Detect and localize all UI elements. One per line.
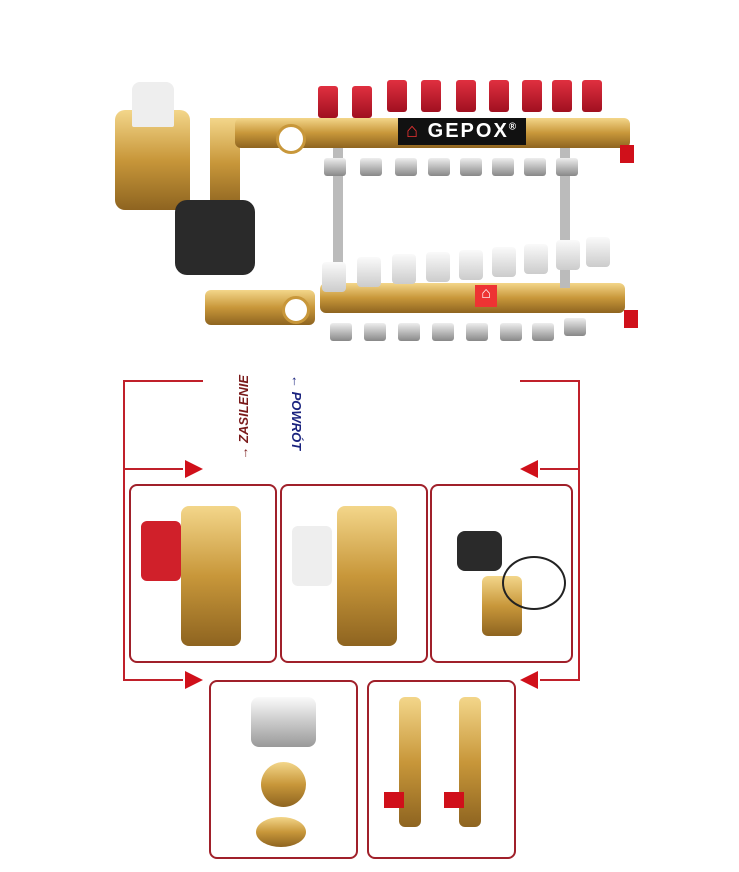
pipe-connector (428, 158, 450, 176)
pipe-connector (395, 158, 417, 176)
flow-meter (522, 80, 542, 112)
pipe-connector (364, 323, 386, 341)
pipe-connector (330, 323, 352, 341)
pressure-gauge (276, 124, 306, 154)
manifold-end (337, 506, 397, 646)
connector-line (520, 380, 580, 382)
manifold-end (181, 506, 241, 646)
connector-line (540, 468, 580, 470)
home-icon: ⌂ (406, 120, 421, 142)
return-label: ← POWRÓT (289, 375, 304, 451)
circulation-pump (175, 200, 255, 275)
valve-cap (492, 247, 516, 277)
pipe-connector (564, 318, 586, 336)
arrow-up-icon: ← (289, 375, 304, 388)
valve-cap (556, 240, 580, 270)
pipe-connector (500, 323, 522, 341)
pipe-connector (524, 158, 546, 176)
connector-line (123, 380, 203, 382)
valve-cap (292, 526, 332, 586)
pipe-connector (398, 323, 420, 341)
arrow-right-icon (185, 460, 203, 478)
return-manifold-bar (320, 283, 625, 313)
pipe-connector (460, 158, 482, 176)
brand-logo: ⌂ GEPOX® (398, 118, 527, 145)
thermostatic-head (132, 82, 174, 127)
ball-valve-handle (620, 145, 634, 163)
flow-meter (489, 80, 509, 112)
pipe-connector (556, 158, 578, 176)
pipe-connector (492, 158, 514, 176)
home-icon: ⌂ (475, 285, 497, 307)
pipe-connector-detail (209, 680, 358, 859)
flow-meter (318, 86, 338, 118)
bracket-right (560, 148, 570, 288)
connector-line (540, 679, 580, 681)
connector-line (123, 679, 183, 681)
arrow-up-icon: → (236, 446, 251, 460)
flow-meter (552, 80, 572, 112)
pipe-connector (432, 323, 454, 341)
connector-line (578, 380, 580, 680)
flow-meter (582, 80, 602, 112)
arrow-left-icon (520, 671, 538, 689)
valve-cap (459, 250, 483, 280)
supply-label: → ZASILENIE (236, 375, 251, 460)
compression-nut (251, 697, 316, 747)
return-manifold-detail (280, 484, 428, 663)
valve-cap (392, 254, 416, 284)
supply-manifold-detail (129, 484, 277, 663)
flow-meter (387, 80, 407, 112)
pump-group-detail (430, 484, 573, 663)
pressure-gauge (282, 296, 310, 324)
air-vent-valve (459, 697, 481, 827)
arrow-left-icon (520, 460, 538, 478)
ball-valve-handle (624, 310, 638, 328)
ball-valve-handle (444, 792, 464, 808)
flow-meter (421, 80, 441, 112)
valve-cap (524, 244, 548, 274)
air-vent-valve (399, 697, 421, 827)
valve-cap (586, 237, 610, 267)
flow-meter (141, 521, 181, 581)
valve-cap (357, 257, 381, 287)
flow-meter (456, 80, 476, 112)
pipe-connector (324, 158, 346, 176)
valve-cap (322, 262, 346, 292)
flow-meter (352, 86, 372, 118)
split-ring (256, 817, 306, 847)
connector-line (123, 380, 125, 680)
pipe-connector (466, 323, 488, 341)
end-valves-detail (367, 680, 516, 859)
pipe-connector (360, 158, 382, 176)
circulation-pump (457, 531, 502, 571)
ball-valve-handle (384, 792, 404, 808)
fitting-body (261, 762, 306, 807)
valve-cap (426, 252, 450, 282)
connector-line (123, 468, 183, 470)
sensor-cable (502, 556, 566, 610)
bracket-left (333, 148, 343, 288)
arrow-right-icon (185, 671, 203, 689)
pipe-connector (532, 323, 554, 341)
